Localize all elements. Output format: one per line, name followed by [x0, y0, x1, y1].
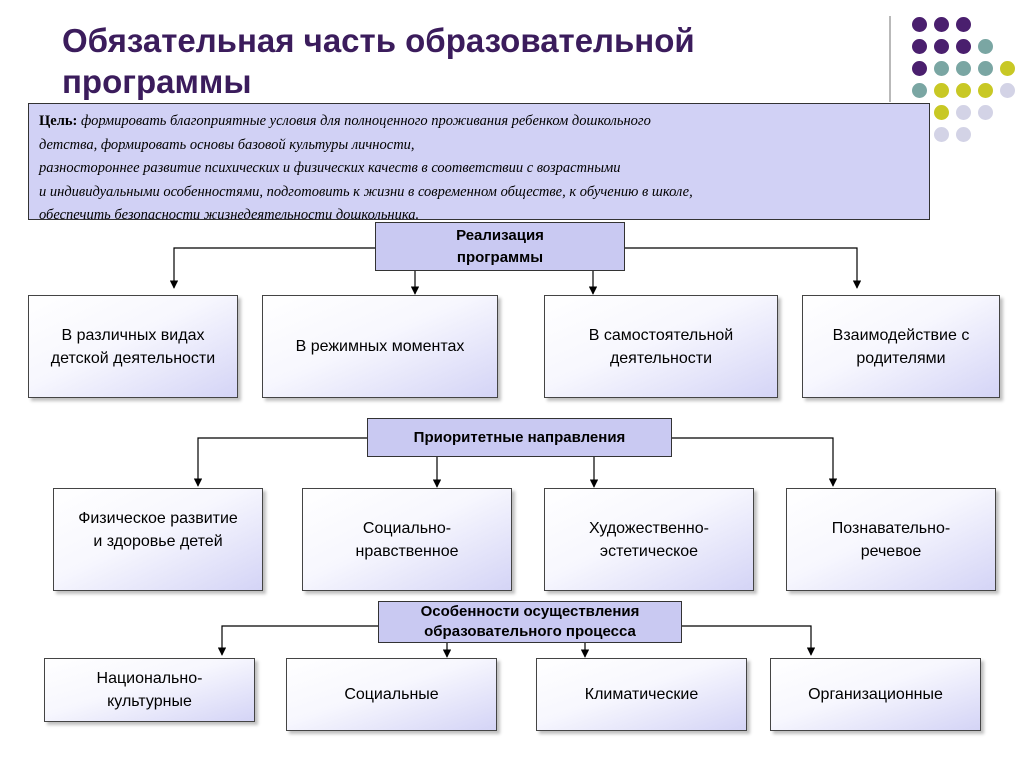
connector-prio-left: [193, 437, 367, 487]
feature-item: Национально- культурные: [44, 658, 255, 722]
decorative-dot: [956, 83, 971, 98]
priority-item: Познавательно- речевое: [786, 488, 996, 591]
priority-item: Художественно- эстетическое: [544, 488, 754, 591]
priority-item: Социально- нравственное: [302, 488, 512, 591]
decorative-dot: [912, 61, 927, 76]
goal-line: разностороннее развитие психических и фи…: [39, 160, 621, 176]
implementation-header: Реализация программы: [375, 222, 625, 271]
connector-impl-left: [169, 247, 375, 289]
goal-line: формировать благоприятные условия для по…: [77, 113, 651, 129]
decorative-dot: [934, 61, 949, 76]
connector-feat-left: [217, 625, 378, 656]
decorative-dot: [934, 83, 949, 98]
decorative-dot: [934, 105, 949, 120]
slide-title: Обязательная часть образовательной прогр…: [62, 22, 695, 100]
goal-line: детства, формировать основы базовой куль…: [39, 136, 415, 153]
feature-item: Социальные: [286, 658, 497, 731]
connector-impl-right: [625, 247, 862, 289]
decorative-dot: [978, 61, 993, 76]
decorative-dot: [912, 83, 927, 98]
priorities-header: Приоритетные направления: [367, 418, 672, 457]
features-header: Особенности осуществления образовательно…: [378, 601, 682, 643]
decorative-dot: [1000, 83, 1015, 98]
implementation-item: В самостоятельной деятельности: [544, 295, 778, 398]
decorative-dot: [978, 39, 993, 54]
implementation-item: В режимных моментах: [262, 295, 498, 398]
decorative-dot: [956, 39, 971, 54]
goal-label: Цель:: [39, 113, 78, 129]
decorative-dot: [934, 17, 949, 32]
connector-feat-right: [682, 625, 816, 656]
implementation-item: Взаимодействие с родителями: [802, 295, 1000, 398]
feature-item: Климатические: [536, 658, 747, 731]
decorative-dot: [956, 127, 971, 142]
goal-line: и индивидуальными особенностями, подгото…: [39, 183, 693, 200]
decorative-dot: [978, 105, 993, 120]
decorative-divider: [889, 16, 891, 102]
goal-box: Цель: формировать благоприятные условия …: [28, 103, 930, 223]
decorative-dot: [956, 17, 971, 32]
decorative-dot: [956, 105, 971, 120]
goal-line: обеспечить безопасности жизнедеятельност…: [39, 207, 420, 223]
priority-item: Физическое развитие и здоровье детей: [53, 488, 263, 591]
decorative-dot: [978, 83, 993, 98]
feature-item: Организационные: [770, 658, 981, 731]
implementation-item: В различных видах детской деятельности: [28, 295, 238, 398]
decorative-dot: [912, 17, 927, 32]
decorative-dot: [1000, 61, 1015, 76]
decorative-dot: [912, 39, 927, 54]
decorative-dot: [934, 127, 949, 142]
connector-prio-right: [672, 437, 838, 487]
decorative-dot: [956, 61, 971, 76]
decorative-dot: [934, 39, 949, 54]
